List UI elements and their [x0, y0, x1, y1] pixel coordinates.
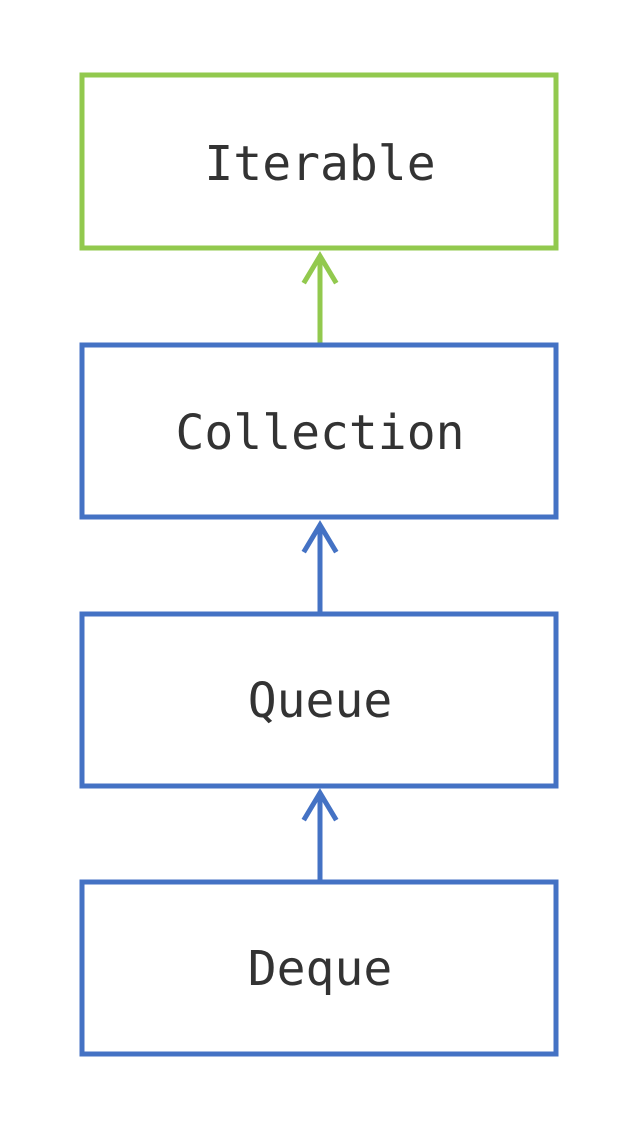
node-collection: Collection	[79, 342, 559, 520]
node-label: Queue	[248, 673, 393, 729]
node-box	[79, 611, 559, 789]
node-deque: Deque	[79, 879, 559, 1057]
node-queue: Queue	[79, 611, 559, 789]
edge-queue-to-collection	[301, 520, 339, 612]
node-label: Deque	[248, 941, 393, 997]
node-label: Iterable	[204, 136, 435, 192]
node-box	[79, 879, 559, 1057]
node-box	[79, 342, 559, 520]
arrowhead-icon	[301, 520, 339, 554]
arrowhead-icon	[301, 788, 339, 822]
arrowhead-icon	[301, 251, 339, 285]
node-label: Collection	[176, 405, 465, 461]
edge-deque-to-queue	[301, 788, 339, 880]
edge-collection-to-iterable	[301, 251, 339, 343]
node-iterable: Iterable	[79, 72, 559, 251]
node-box	[79, 72, 559, 251]
